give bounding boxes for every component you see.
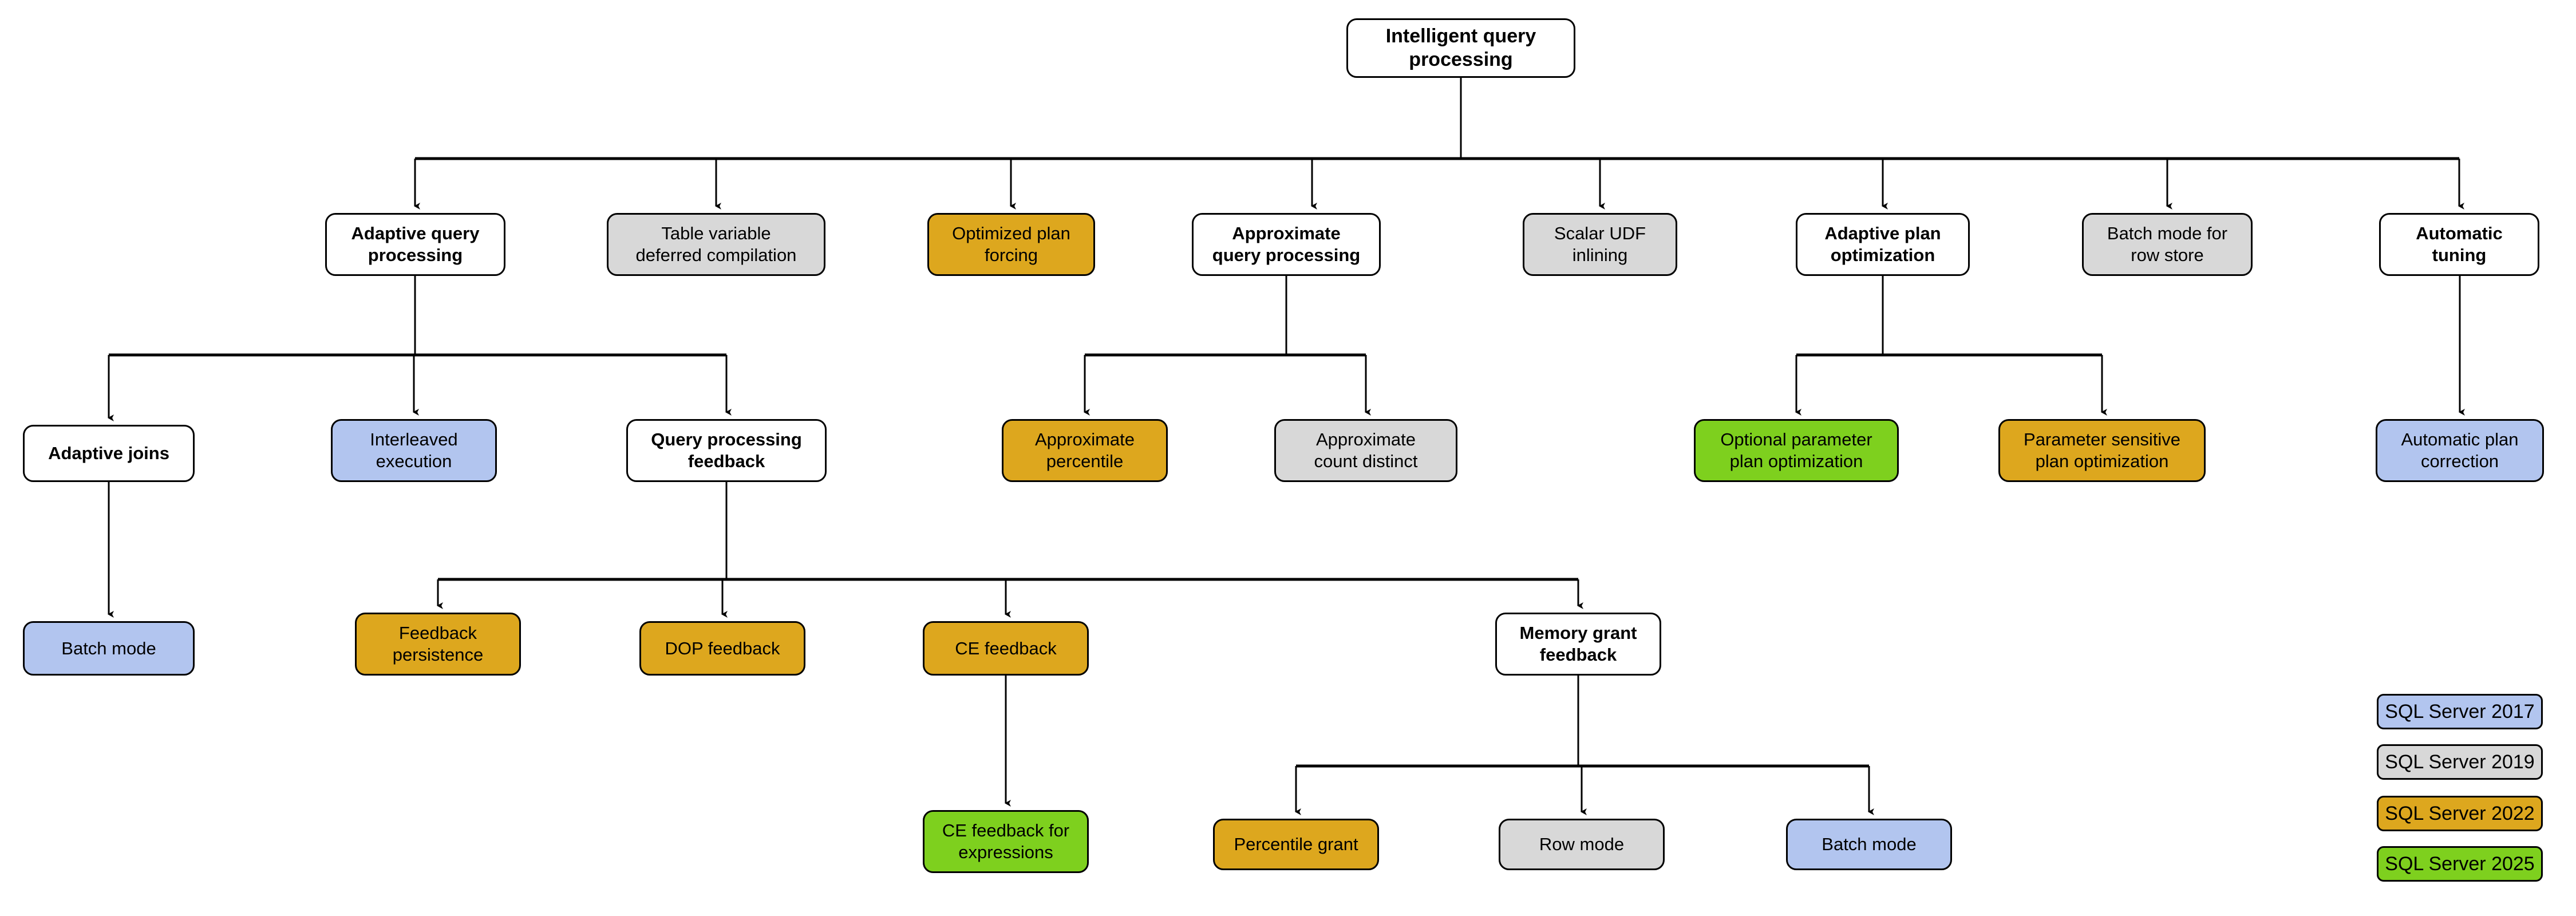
legend-2017: SQL Server 2017 (2377, 694, 2543, 729)
node-oppo[interactable]: Optional parameter plan optimization (1694, 419, 1899, 482)
node-approxcount[interactable]: Approximate count distinct (1274, 419, 1457, 482)
node-cefb[interactable]: CE feedback (923, 621, 1089, 676)
node-pctgrant[interactable]: Percentile grant (1213, 819, 1379, 870)
legend-2022: SQL Server 2022 (2377, 796, 2543, 831)
node-root[interactable]: Intelligent query processing (1346, 18, 1575, 78)
node-cefbexpr[interactable]: CE feedback for expressions (923, 810, 1089, 873)
node-udf[interactable]: Scalar UDF inlining (1523, 213, 1677, 276)
node-aqp[interactable]: Adaptive query processing (325, 213, 505, 276)
legend-2019: SQL Server 2019 (2377, 744, 2543, 780)
node-interleaved[interactable]: Interleaved execution (331, 419, 497, 482)
node-fbpersist[interactable]: Feedback persistence (355, 613, 521, 676)
node-tvdc[interactable]: Table variable deferred compilation (607, 213, 825, 276)
node-approxpct[interactable]: Approximate percentile (1002, 419, 1168, 482)
node-apc[interactable]: Automatic plan correction (2376, 419, 2544, 482)
node-approxqp[interactable]: Approximate query processing (1192, 213, 1381, 276)
node-rowmode[interactable]: Row mode (1499, 819, 1665, 870)
node-opf[interactable]: Optimized plan forcing (927, 213, 1095, 276)
node-adaptivejoins[interactable]: Adaptive joins (23, 425, 195, 482)
node-bmrs[interactable]: Batch mode for row store (2082, 213, 2253, 276)
node-dopfb[interactable]: DOP feedback (639, 621, 805, 676)
node-batchmode2[interactable]: Batch mode (1786, 819, 1952, 870)
node-apo[interactable]: Adaptive plan optimization (1796, 213, 1970, 276)
node-autotune[interactable]: Automatic tuning (2379, 213, 2539, 276)
node-psp[interactable]: Parameter sensitive plan optimization (1998, 419, 2206, 482)
node-qpf[interactable]: Query processing feedback (626, 419, 827, 482)
node-mgf[interactable]: Memory grant feedback (1495, 613, 1661, 676)
legend-2025: SQL Server 2025 (2377, 846, 2543, 882)
node-batchmode1[interactable]: Batch mode (23, 621, 195, 676)
